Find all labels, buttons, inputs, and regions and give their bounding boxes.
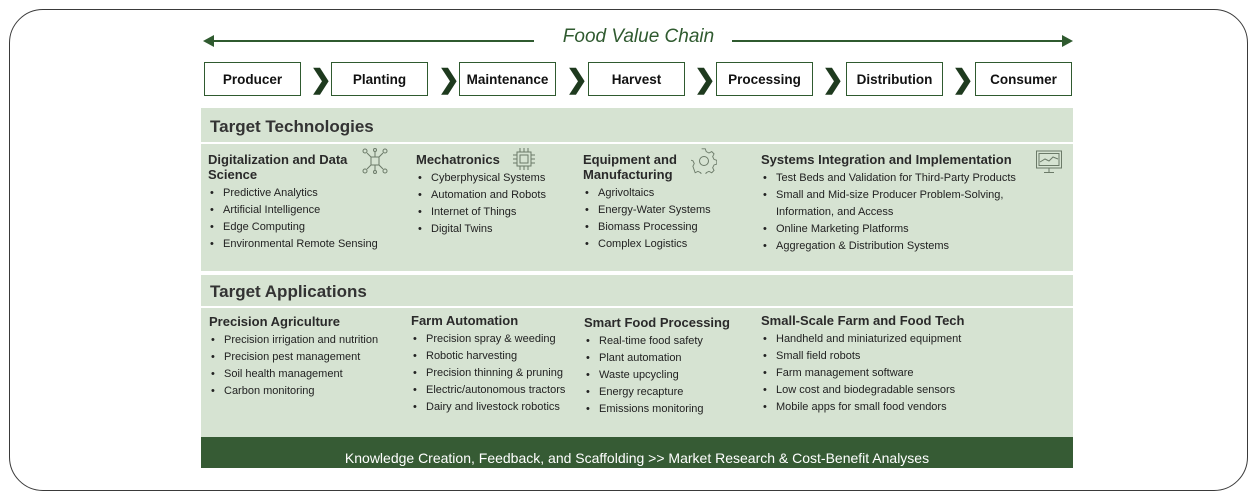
list-item: Robotic harvesting [411, 348, 586, 365]
app-col-small-scale: Small-Scale Farm and Food Tech Handheld … [761, 313, 1061, 416]
chevron-right-icon: ❯ [438, 64, 460, 94]
column-title: Equipment and Manufacturing [583, 152, 677, 182]
list-item: Farm management software [761, 365, 1061, 382]
stage-maintenance: Maintenance [459, 62, 556, 96]
tech-col-mechatronics: Mechatronics Cyberphysical Systems Autom… [416, 152, 576, 238]
list-item: Small and Mid-size Producer Problem-Solv… [761, 187, 1036, 221]
app-col-precision: Precision Agriculture Precision irrigati… [209, 314, 409, 400]
stage-harvest: Harvest [588, 62, 685, 96]
column-title: Precision Agriculture [209, 314, 340, 329]
arrow-left-icon [203, 35, 214, 47]
list-item: Energy recapture [584, 384, 759, 401]
list-item: Predictive Analytics [208, 185, 403, 202]
list-item: Automation and Robots [416, 187, 576, 204]
applications-heading: Target Applications [210, 282, 367, 301]
technologies-heading: Target Technologies [210, 117, 374, 136]
list-item: Environmental Remote Sensing [208, 236, 403, 253]
chain-line-right [732, 40, 1064, 42]
list-item: Energy-Water Systems [583, 202, 753, 219]
list-item: Precision spray & weeding [411, 331, 586, 348]
app-col-automation: Farm Automation Precision spray & weedin… [411, 313, 586, 416]
chevron-right-icon: ❯ [952, 64, 974, 94]
network-icon [362, 148, 388, 174]
list-item: Precision irrigation and nutrition [209, 332, 409, 349]
monitor-icon [1036, 150, 1062, 173]
list-item: Internet of Things [416, 204, 576, 221]
list-item: Real-time food safety [584, 333, 759, 350]
column-title: Smart Food Processing [584, 315, 730, 330]
list-item: Cyberphysical Systems [416, 170, 576, 187]
list-item: Waste upcycling [584, 367, 759, 384]
column-title: Digitalization and Data Science [208, 152, 348, 182]
list-item: Soil health management [209, 366, 409, 383]
tech-col-equipment: Equipment and Manufacturing Agrivoltaics… [583, 152, 753, 253]
column-title: Systems Integration and Implementation [761, 152, 1012, 167]
arrow-right-icon [1062, 35, 1073, 47]
stage-distribution: Distribution [846, 62, 943, 96]
list-item: Small field robots [761, 348, 1061, 365]
chain-title: Food Value Chain [562, 26, 715, 47]
list-item: Complex Logistics [583, 236, 753, 253]
list-item: Precision thinning & pruning [411, 365, 586, 382]
divider [201, 306, 1073, 308]
chevron-right-icon: ❯ [822, 64, 844, 94]
stage-planting: Planting [331, 62, 428, 96]
list-item: Mobile apps for small food vendors [761, 399, 1061, 416]
column-title: Small-Scale Farm and Food Tech [761, 313, 965, 328]
list-item: Electric/autonomous tractors [411, 382, 586, 399]
footer-banner: Knowledge Creation, Feedback, and Scaffo… [201, 437, 1073, 468]
column-title: Farm Automation [411, 313, 519, 328]
list-item: Dairy and livestock robotics [411, 399, 586, 416]
stage-producer: Producer [204, 62, 301, 96]
gear-icon [691, 148, 717, 174]
list-item: Aggregation & Distribution Systems [761, 238, 1061, 255]
chip-icon [513, 148, 535, 170]
divider [201, 142, 1073, 144]
chevron-right-icon: ❯ [566, 64, 588, 94]
list-item: Test Beds and Validation for Third-Party… [761, 170, 1061, 187]
list-item: Carbon monitoring [209, 383, 409, 400]
list-item: Precision pest management [209, 349, 409, 366]
chevron-right-icon: ❯ [310, 64, 332, 94]
chevron-right-icon: ❯ [694, 64, 716, 94]
list-item: Emissions monitoring [584, 401, 759, 418]
list-item: Agrivoltaics [583, 185, 753, 202]
list-item: Low cost and biodegradable sensors [761, 382, 1061, 399]
column-title: Mechatronics [416, 152, 500, 167]
list-item: Biomass Processing [583, 219, 753, 236]
stage-processing: Processing [716, 62, 813, 96]
list-item: Handheld and miniaturized equipment [761, 331, 1061, 348]
list-item: Online Marketing Platforms [761, 221, 1061, 238]
tech-col-digitalization: Digitalization and Data Science Predicti… [208, 152, 403, 253]
list-item: Edge Computing [208, 219, 403, 236]
list-item: Artificial Intelligence [208, 202, 403, 219]
chain-line-left [212, 40, 534, 42]
tech-col-systems: Systems Integration and Implementation T… [761, 152, 1061, 255]
stage-consumer: Consumer [975, 62, 1072, 96]
list-item: Digital Twins [416, 221, 576, 238]
app-col-food-processing: Smart Food Processing Real-time food saf… [584, 315, 759, 418]
list-item: Plant automation [584, 350, 759, 367]
